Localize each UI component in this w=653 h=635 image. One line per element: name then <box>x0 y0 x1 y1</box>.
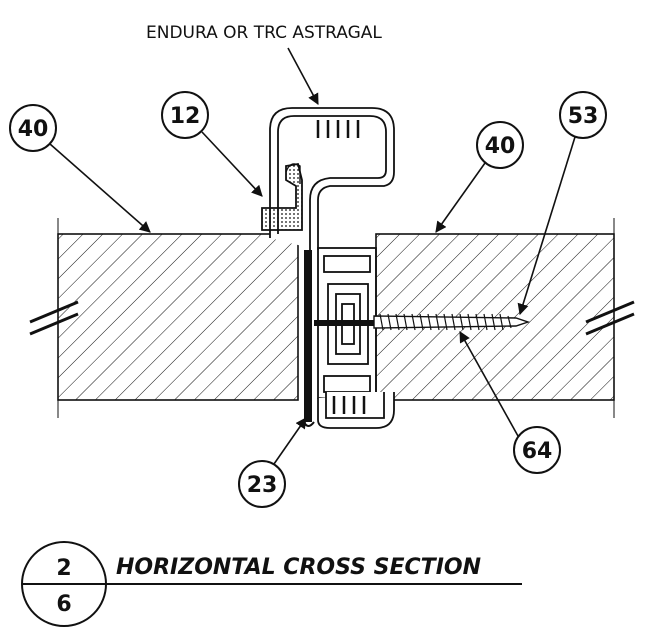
screw <box>314 313 531 331</box>
callout-door-edge-number: 23 <box>247 473 278 498</box>
callout-weatherstrip: 12 <box>161 91 263 197</box>
door-edge-strip <box>303 250 315 427</box>
callout-left-panel: 40 <box>9 104 151 233</box>
callout-door-edge: 23 <box>238 417 307 508</box>
callout-screw-tip: 53 <box>517 91 607 316</box>
weatherstrip <box>261 162 303 231</box>
callout-right-panel: 40 <box>435 121 524 233</box>
astragal-label: ENDURA OR TRC ASTRAGAL <box>146 23 382 43</box>
left-door-panel <box>57 218 299 418</box>
callout-left-panel-number: 40 <box>18 117 49 142</box>
sheet-number: 6 <box>56 592 71 617</box>
callout-screw-number: 64 <box>522 439 553 464</box>
callout-right-panel-number: 40 <box>485 134 516 159</box>
callout-screw: 64 <box>459 331 561 474</box>
detail-number: 2 <box>56 556 71 581</box>
left-break-mark <box>29 300 79 336</box>
astragal-leader <box>287 47 319 105</box>
section-title-block: 2 6 HORIZONTAL CROSS SECTION <box>21 541 522 627</box>
callout-weatherstrip-number: 12 <box>170 104 201 129</box>
right-break-mark <box>585 300 635 336</box>
section-title: HORIZONTAL CROSS SECTION <box>116 555 481 580</box>
callout-screw-tip-number: 53 <box>568 104 599 129</box>
